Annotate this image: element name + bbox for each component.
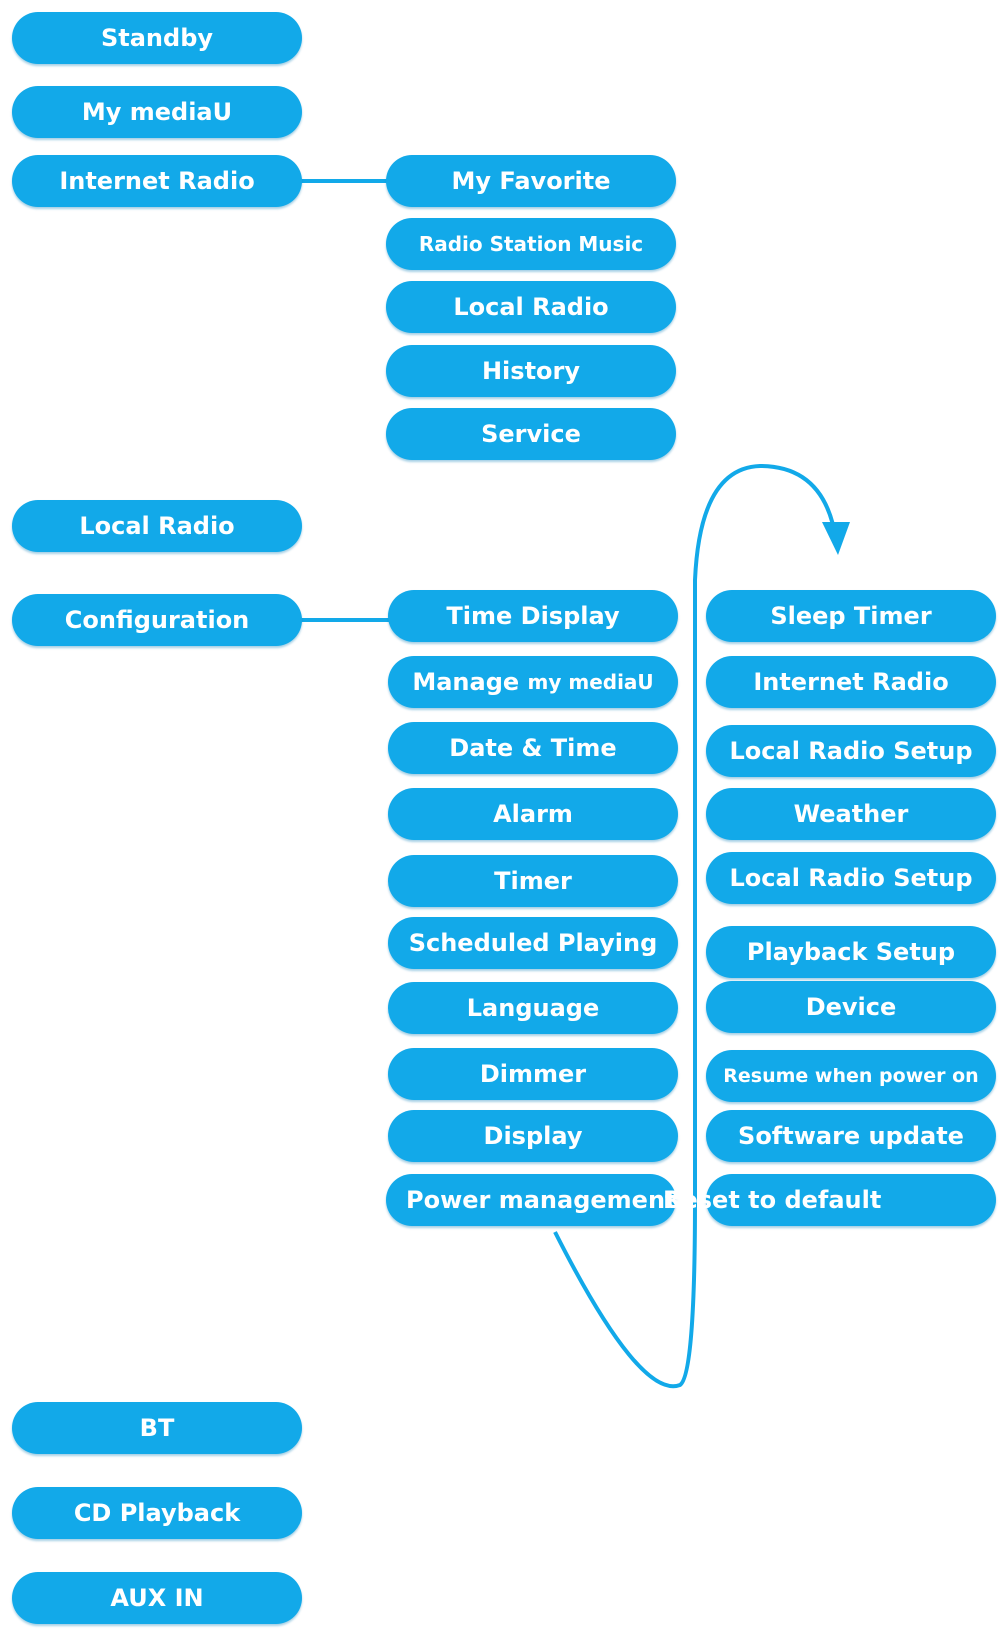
menu-standby[interactable]: Standby: [12, 12, 302, 64]
submenu-history[interactable]: History: [386, 345, 676, 397]
menu-bt[interactable]: BT: [12, 1402, 302, 1454]
submenu-my-favorite[interactable]: My Favorite: [386, 155, 676, 207]
menu-my-mediau[interactable]: My mediaU: [12, 86, 302, 138]
continuation-loop-line: [553, 463, 838, 1389]
reset-to-default-label: Reset to default: [663, 1186, 882, 1214]
config-alarm[interactable]: Alarm: [388, 788, 678, 840]
config-device[interactable]: Device: [706, 981, 996, 1033]
config-language[interactable]: Language: [388, 982, 678, 1034]
config-time-display[interactable]: Time Display: [388, 590, 678, 642]
submenu-radio-station-music[interactable]: Radio Station Music: [386, 218, 676, 270]
submenu-local-radio[interactable]: Local Radio: [386, 281, 676, 333]
menu-cd-playback[interactable]: CD Playback: [12, 1487, 302, 1539]
config-date-time[interactable]: Date & Time: [388, 722, 678, 774]
config-manage-my-mediau[interactable]: Manage my mediaU: [388, 656, 678, 708]
config-local-radio-setup-1[interactable]: Local Radio Setup: [706, 725, 996, 777]
config-timer[interactable]: Timer: [388, 855, 678, 907]
power-management-label: Power management: [406, 1186, 677, 1214]
config-power-management[interactable]: [386, 1174, 676, 1226]
config-local-radio-setup-2[interactable]: Local Radio Setup: [706, 852, 996, 904]
config-scheduled-playing[interactable]: Scheduled Playing: [388, 917, 678, 969]
config-display[interactable]: Display: [388, 1110, 678, 1162]
config-reset-to-default[interactable]: [706, 1174, 996, 1226]
config-playback-setup[interactable]: Playback Setup: [706, 926, 996, 978]
config-sleep-timer[interactable]: Sleep Timer: [706, 590, 996, 642]
menu-configuration[interactable]: Configuration: [12, 594, 302, 646]
menu-local-radio[interactable]: Local Radio: [12, 500, 302, 552]
submenu-service[interactable]: Service: [386, 408, 676, 460]
config-software-update[interactable]: Software update: [706, 1110, 996, 1162]
config-dimmer[interactable]: Dimmer: [388, 1048, 678, 1100]
config-resume-when-power-on[interactable]: Resume when power on: [706, 1050, 996, 1102]
continuation-arrowhead: [822, 522, 850, 555]
config-weather[interactable]: Weather: [706, 788, 996, 840]
menu-aux-in[interactable]: AUX IN: [12, 1572, 302, 1624]
config-internet-radio[interactable]: Internet Radio: [706, 656, 996, 708]
menu-internet-radio[interactable]: Internet Radio: [12, 155, 302, 207]
